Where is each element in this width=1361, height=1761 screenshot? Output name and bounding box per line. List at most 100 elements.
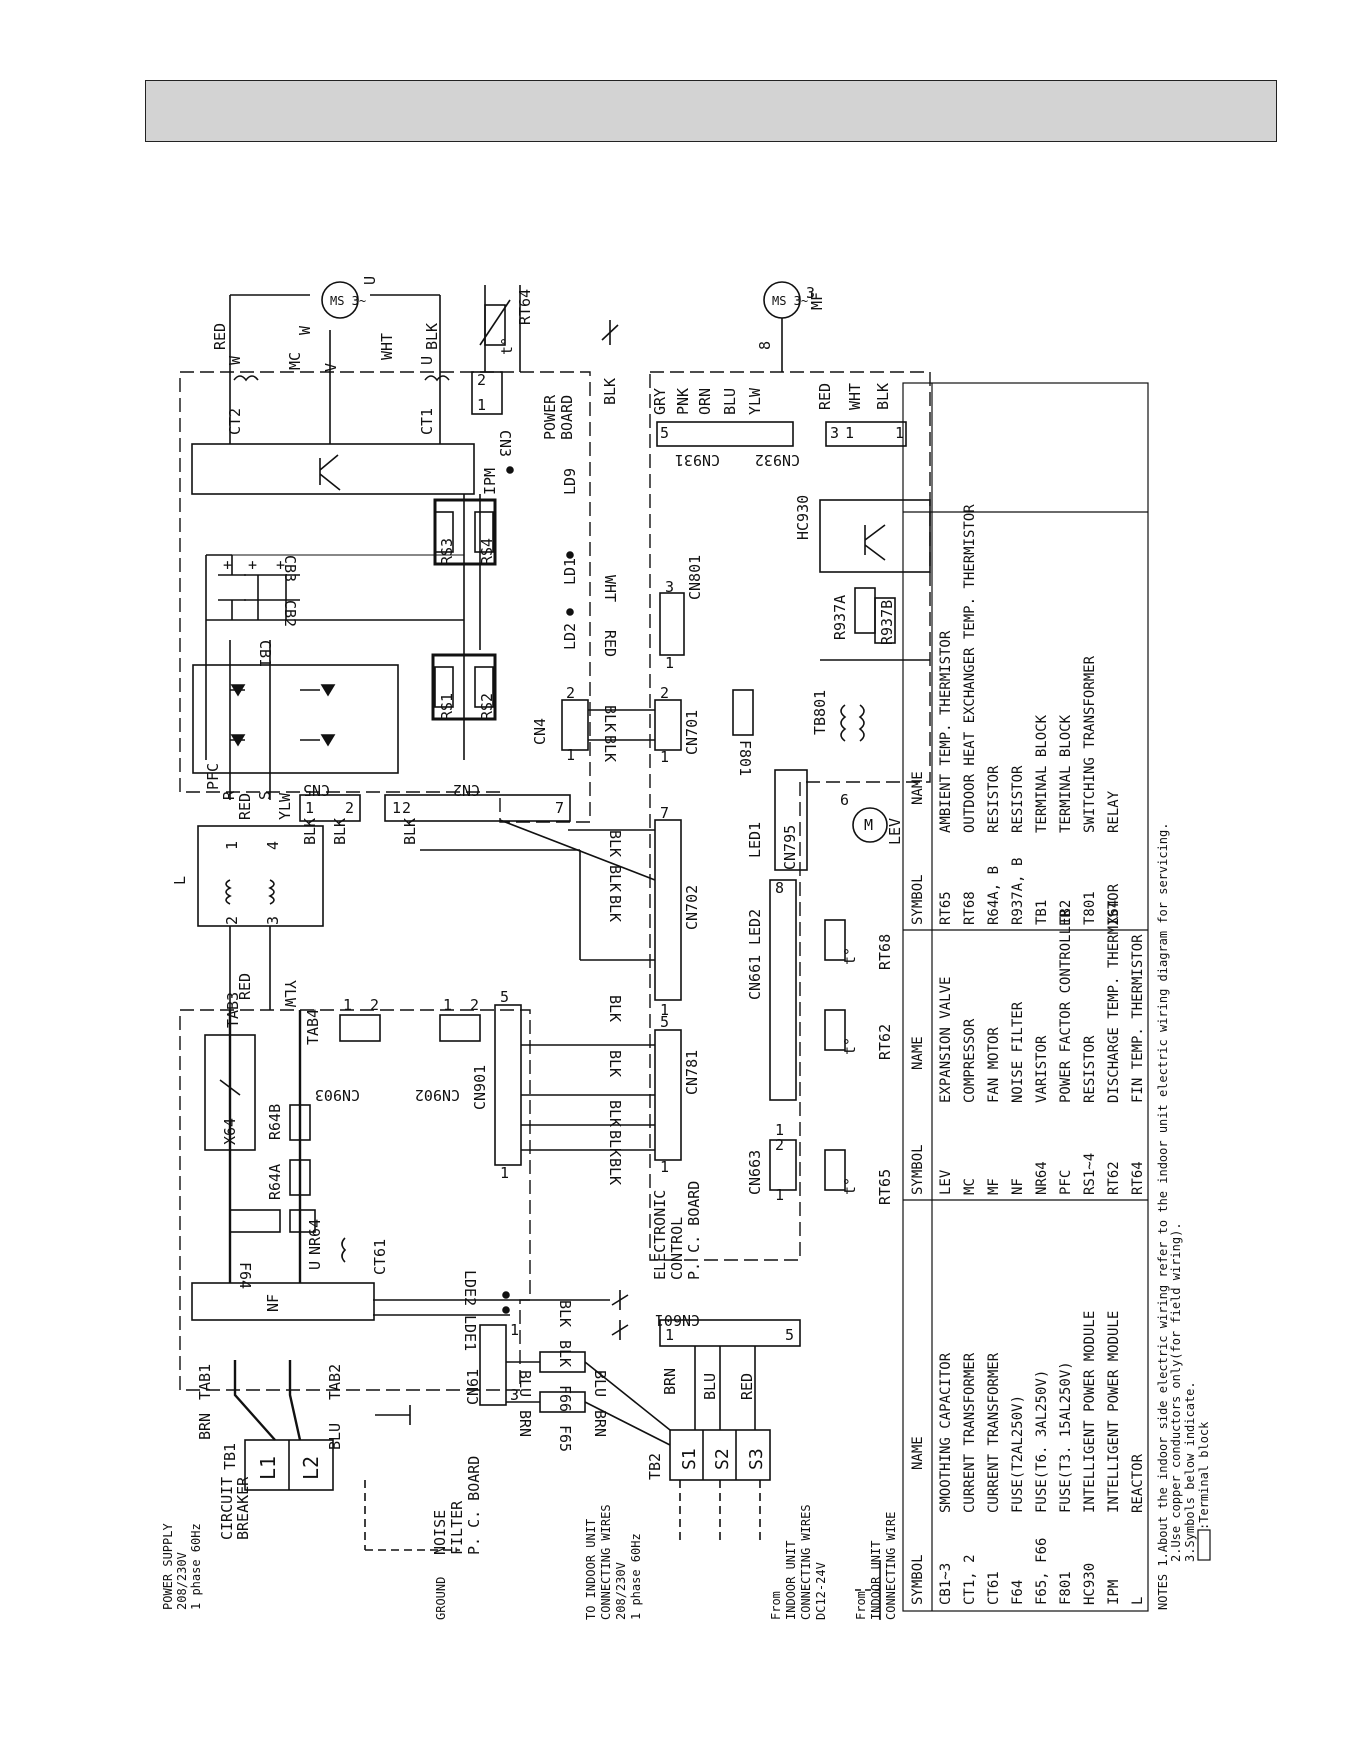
- cn901-pin-5: 5: [500, 988, 509, 1006]
- cn801-pin-3: 3: [665, 578, 674, 596]
- to-indoor-4: 1 phase 60Hz: [629, 1533, 643, 1620]
- rt65-temp: t°: [841, 1177, 859, 1195]
- legend-symbol: F65, F66: [1034, 1538, 1050, 1605]
- reactor-pin-3: 3: [264, 916, 282, 925]
- cn663-block: [769, 1139, 797, 1191]
- cn781-pin-5: 5: [660, 1013, 669, 1031]
- cn601-pin-1: 1: [665, 1326, 674, 1344]
- cn61-label: CN61: [464, 1369, 482, 1405]
- legend-symbol: HC930: [1082, 1563, 1098, 1605]
- from-indoor-wire-3: CONNECTING WIRE: [884, 1512, 898, 1620]
- cn795-block: [774, 769, 808, 871]
- cb2-plus: +: [248, 556, 257, 574]
- power-supply-phase: 1 phase 60Hz: [189, 1523, 203, 1610]
- wire-blk-702d: BLK: [606, 995, 624, 1022]
- reactor-label: L: [171, 876, 189, 885]
- legend-symbol: T801: [1082, 891, 1098, 925]
- cn661-label: CN661: [746, 955, 764, 1000]
- ground-symbols: [601, 320, 629, 1340]
- cn702-label: CN702: [683, 885, 701, 930]
- wire-red-mf: RED: [816, 383, 834, 410]
- tb2-s2: S2: [712, 1448, 733, 1470]
- cn781-pin-1b: 1: [660, 1001, 669, 1019]
- mf-number: 3: [806, 284, 815, 302]
- wire-pnk: PNK: [674, 388, 692, 415]
- f801-label: F801: [736, 740, 754, 776]
- note-3: 3.Symbols below indicate.: [1183, 1381, 1197, 1562]
- cn901-label: CN901: [471, 1065, 489, 1110]
- terminal-block-symbol: [1197, 1529, 1211, 1561]
- legend-symbol: TB2: [1058, 900, 1074, 925]
- cn661-pin-8: 8: [775, 879, 784, 897]
- cn902-pin-1: 1: [443, 996, 452, 1014]
- wire-ylw-l: YLW: [276, 792, 294, 820]
- cn801-pin-1: 1: [665, 654, 674, 672]
- legend-name: POWER FACTOR CONTROLLER: [1058, 909, 1074, 1103]
- cn702-block: [654, 819, 682, 1001]
- wire-brn-cn61: BRN: [516, 1410, 534, 1437]
- capacitor-bank: [205, 494, 465, 760]
- from-indoor-dc-2: INDOOR UNIT: [784, 1541, 798, 1620]
- wire-blk-cn4b: BLK: [601, 735, 619, 762]
- breaker-label-1: CIRCUIT: [218, 1477, 236, 1540]
- nf-board-label-3: P. C. BOARD: [465, 1456, 483, 1555]
- power-supply-voltage: 208/230V: [175, 1552, 189, 1610]
- cn701-pin-2: 2: [660, 684, 669, 702]
- legend-name: INTELLIGENT POWER MODULE: [1082, 1311, 1098, 1513]
- pfc-r: R: [220, 790, 238, 800]
- to-indoor-3: 208/230V: [614, 1562, 628, 1620]
- legend-name: FUSE(T2AL250V): [1010, 1395, 1026, 1513]
- cn663-label: CN663: [746, 1150, 764, 1195]
- legend-name: RESISTOR: [1010, 765, 1026, 833]
- note-3-symbol: :Terminal block: [1197, 1421, 1211, 1530]
- wire-wht-mf: WHT: [846, 383, 864, 410]
- to-indoor-1: TO INDOOR UNIT: [584, 1519, 598, 1620]
- from-indoor-wire-2: INDOOR UNIT: [869, 1541, 883, 1620]
- r937b-label: R937B: [878, 600, 896, 645]
- rs2-label: RS2: [478, 693, 496, 720]
- ground-label: GROUND: [434, 1577, 448, 1620]
- wire-ylw: YLW: [746, 387, 764, 415]
- cn4-block: [561, 699, 589, 751]
- legend-symbol: MC: [962, 1178, 978, 1195]
- legend-symbol: F801: [1058, 1571, 1074, 1605]
- legend-name: OUTDOOR HEAT EXCHANGER TEMP. THERMISTOR: [962, 504, 978, 833]
- cn3-label: CN3: [496, 430, 514, 457]
- legend-symbol: IPM: [1106, 1580, 1122, 1605]
- tb1-label: TB1: [221, 1443, 239, 1470]
- cn4-pin-2: 2: [566, 684, 575, 702]
- f66-label: F66: [556, 1385, 574, 1412]
- mf-label: MF: [808, 292, 826, 310]
- hc930-label: HC930: [794, 495, 812, 540]
- f65-label: F65: [556, 1425, 574, 1452]
- wire-red-cn801: RED: [601, 630, 619, 657]
- legend-symbol: NR64: [1034, 1161, 1050, 1195]
- wire-blu-cn61: BLU: [516, 1370, 534, 1397]
- mc-label: MC: [286, 352, 304, 370]
- cn61-block: [479, 1324, 507, 1406]
- cn601-block: [659, 1319, 801, 1347]
- rt64-label: RT64: [516, 289, 534, 325]
- nf-block: [191, 1282, 375, 1321]
- lev-count: 6: [840, 791, 849, 809]
- wire-red-l2: RED: [236, 973, 254, 1000]
- legend-name: TERMINAL BLOCK: [1034, 714, 1050, 833]
- wire-blk-ld9: BLK: [601, 378, 619, 405]
- cn781-label: CN781: [683, 1050, 701, 1095]
- reactor-pin-4: 4: [264, 841, 282, 850]
- to-indoor-2: CONNECTING WIRES: [599, 1504, 613, 1620]
- cn903-label: CN903: [315, 1086, 360, 1104]
- legend-name: NOISE FILTER: [1010, 1001, 1026, 1103]
- cn5-label: CN5: [303, 781, 330, 799]
- lev-label: LEV: [886, 818, 904, 845]
- cb3-plus: +: [276, 556, 285, 574]
- breaker-label-2: BREAKER: [234, 1476, 252, 1540]
- rt65-label: RT65: [876, 1169, 894, 1205]
- legend-symbol: L: [1130, 1597, 1146, 1605]
- cn5-block: [299, 794, 361, 822]
- legend-name: TERMINAL BLOCK: [1058, 714, 1074, 833]
- wire-blk-mf: BLK: [874, 383, 892, 410]
- cn663-pin-1b: 1: [775, 1121, 784, 1139]
- hc930-block: [819, 499, 931, 573]
- cn2-pin-2: 2: [402, 799, 411, 817]
